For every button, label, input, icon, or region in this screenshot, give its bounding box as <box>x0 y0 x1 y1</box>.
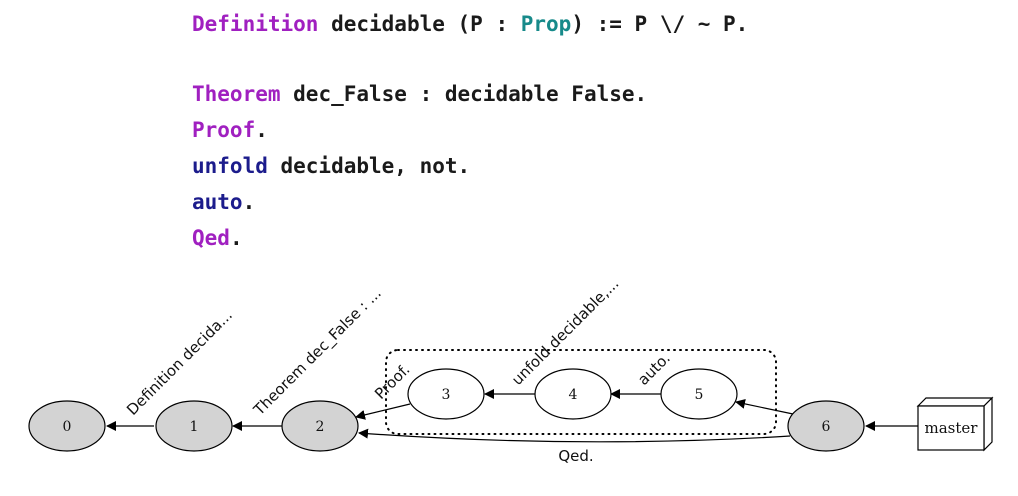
code-text: . <box>242 190 256 214</box>
node-label: 3 <box>442 387 451 403</box>
code-text: ) := P \/ ~ P. <box>571 12 749 36</box>
state-node-3[interactable]: 3 <box>407 368 485 420</box>
node-label: 2 <box>316 419 325 435</box>
keyword-definition: Definition <box>192 12 319 36</box>
tactic-unfold: unfold <box>192 154 268 178</box>
code-line-auto: auto. <box>192 184 748 220</box>
master-label: master <box>925 419 979 437</box>
node-label: 5 <box>695 387 704 403</box>
keyword-qed: Qed <box>192 226 230 250</box>
code-line-qed: Qed. <box>192 220 748 256</box>
code-listing: Definition decidable (P : Prop) := P \/ … <box>192 6 748 256</box>
state-node-0[interactable]: 0 <box>28 400 106 452</box>
code-line-unfold: unfold decidable, not. <box>192 148 748 184</box>
code-text: decidable (P : <box>318 12 521 36</box>
state-node-5[interactable]: 5 <box>660 368 738 420</box>
state-node-4[interactable]: 4 <box>534 368 612 420</box>
code-text: decidable, not. <box>267 154 471 178</box>
code-text: dec_False : decidable False. <box>280 82 648 106</box>
code-text: . <box>255 118 268 142</box>
node-label: 4 <box>569 387 578 403</box>
edge-label-proof: Proof. <box>371 360 413 402</box>
node-label: 6 <box>822 419 831 435</box>
state-node-1[interactable]: 1 <box>155 400 233 452</box>
type-prop: Prop <box>520 12 572 36</box>
code-line-theorem: Theorem dec_False : decidable False. <box>192 76 748 112</box>
node-label: 0 <box>63 419 72 435</box>
master-box[interactable]: master <box>916 396 994 452</box>
code-line-proof: Proof. <box>192 112 748 148</box>
state-node-2[interactable]: 2 <box>281 400 359 452</box>
edge-6-5 <box>735 398 794 415</box>
node-label: 1 <box>190 419 199 435</box>
tactic-auto: auto <box>192 190 243 214</box>
code-line-definition: Definition decidable (P : Prop) := P \/ … <box>192 6 748 42</box>
edge-6-2 <box>358 428 791 443</box>
state-node-6[interactable]: 6 <box>787 400 865 452</box>
edge-label-qed: Qed. <box>558 447 593 465</box>
code-text: . <box>229 226 243 250</box>
edge-3-2 <box>355 403 411 420</box>
edge-label-definition: Definition decida... <box>123 306 236 419</box>
keyword-proof: Proof <box>192 118 256 142</box>
keyword-theorem: Theorem <box>192 82 281 106</box>
edge-label-theorem: Theorem dec_False : ... <box>249 284 385 420</box>
proof-cluster <box>385 349 777 435</box>
